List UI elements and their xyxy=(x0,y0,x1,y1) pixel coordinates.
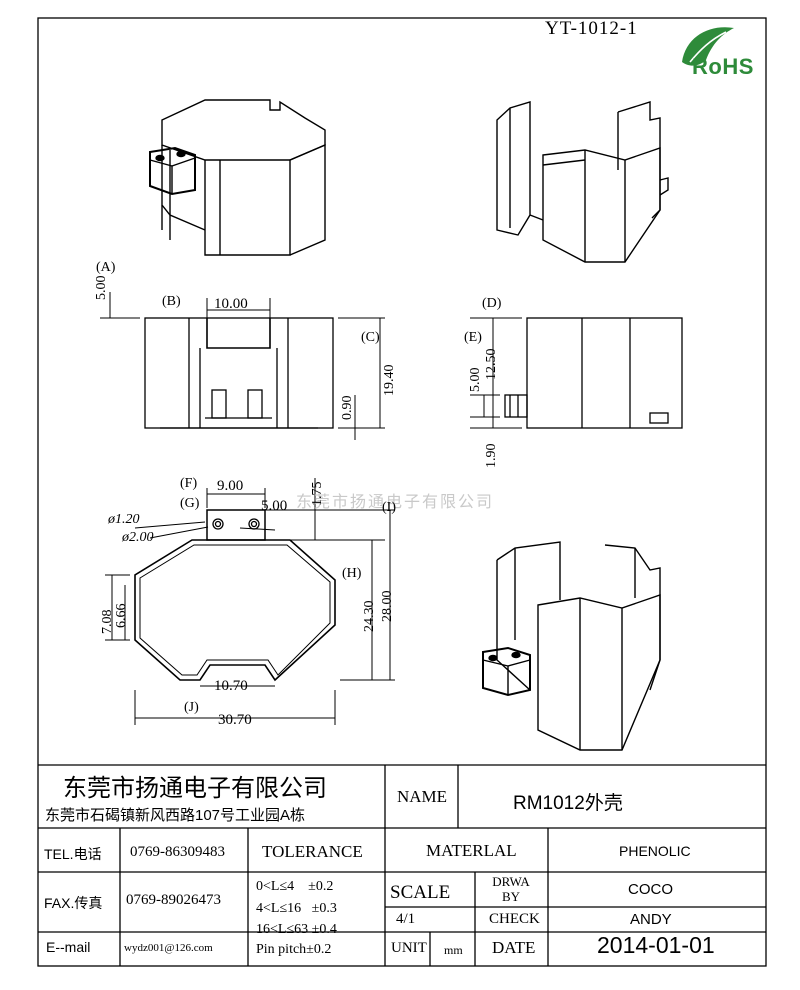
dim-label-f: (F) xyxy=(180,476,198,491)
dim-top-notch: 10.70 xyxy=(214,678,248,694)
top-view xyxy=(105,478,395,725)
watermark: 东莞市扬通电子有限公司 xyxy=(296,494,495,511)
dim-label-i: (I) xyxy=(382,500,396,515)
tolerance-row: 0<L≤4 ±0.2 xyxy=(256,879,334,894)
material-label: MATERLAL xyxy=(426,841,517,860)
dim-hole-small: ø1.20 xyxy=(108,512,140,527)
name-label: NAME xyxy=(397,787,448,806)
tel-value: 0769-86309483 xyxy=(130,844,225,860)
front-view xyxy=(100,292,385,440)
dim-front-pin: 0.90 xyxy=(340,395,355,421)
part-name: RM1012外壳 xyxy=(513,793,623,814)
dim-label-d: (D) xyxy=(482,296,502,311)
dim-label-a: (A) xyxy=(96,260,116,275)
dim-label-b: (B) xyxy=(162,294,181,309)
dim-top-pitch-f: 9.00 xyxy=(217,478,244,494)
fax-label: FAX.传真 xyxy=(44,895,103,911)
rohs-text: RoHS xyxy=(692,54,754,79)
company-address: 东莞市石碣镇新风西路107号工业园A栋 xyxy=(45,807,306,824)
fax-value: 0769-89026473 xyxy=(126,892,221,908)
iso-view-back xyxy=(496,101,669,263)
drawing-number: YT-1012-1 xyxy=(545,18,638,39)
unit-value: mm xyxy=(444,943,463,957)
dim-top-pitch-g: 5.00 xyxy=(261,498,288,514)
scale-value: 4/1 xyxy=(396,911,416,927)
material-value: PHENOLIC xyxy=(619,843,691,859)
dim-top-tab: 1.75 xyxy=(310,481,325,507)
date-label: DATE xyxy=(492,938,536,957)
dim-side-pin: 5.00 xyxy=(468,367,483,393)
leaf-icon xyxy=(682,27,734,66)
dim-label-h: (H) xyxy=(342,566,362,581)
tolerance-row: 16<L≤63 ±0.4 xyxy=(256,922,337,937)
dim-top-height-i: 28.00 xyxy=(380,590,395,623)
check-value: ANDY xyxy=(630,911,672,928)
iso-view-front xyxy=(149,99,326,256)
date-value: 2014-01-01 xyxy=(597,932,715,958)
company-name: 东莞市扬通电子有限公司 xyxy=(63,775,327,802)
dim-top-chamfer-2: 6.66 xyxy=(114,603,129,629)
tolerance-label: TOLERANCE xyxy=(262,842,363,861)
drawn-by-value: COCO xyxy=(628,881,673,898)
email-label: E--mail xyxy=(46,939,91,955)
dim-side-bottom: 1.90 xyxy=(484,443,499,469)
dim-hole-large: ø2.00 xyxy=(122,530,154,545)
dim-label-g: (G) xyxy=(180,496,200,511)
check-label: CHECK xyxy=(489,911,540,927)
dim-label-e: (E) xyxy=(464,330,482,345)
dim-label-c: (C) xyxy=(361,330,380,345)
sheet-border xyxy=(37,17,767,967)
title-block-grid xyxy=(38,764,766,966)
email-value: wydz001@126.com xyxy=(124,942,213,954)
dim-side-height-e: 12.50 xyxy=(484,348,499,381)
tel-label: TEL.电话 xyxy=(44,846,102,862)
scale-label: SCALE xyxy=(390,882,451,903)
drawn-by-label: DRWA BY xyxy=(492,874,530,904)
tolerance-row: 4<L≤16 ±0.3 xyxy=(256,901,337,916)
dim-top-height-h: 24.30 xyxy=(362,600,377,633)
tolerance-row: Pin pitch±0.2 xyxy=(256,942,332,957)
dim-front-height-c: 19.40 xyxy=(382,364,397,397)
rohs-logo: RoHS xyxy=(676,22,770,80)
unit-label: UNIT xyxy=(391,940,427,956)
dim-label-j: (J) xyxy=(184,700,199,715)
dim-front-height-a: 5.00 xyxy=(94,275,109,301)
dim-top-width-j: 30.70 xyxy=(218,712,252,728)
dim-front-slot-b: 10.00 xyxy=(214,296,248,312)
side-view xyxy=(470,317,683,429)
iso-view-bottom xyxy=(482,541,661,751)
